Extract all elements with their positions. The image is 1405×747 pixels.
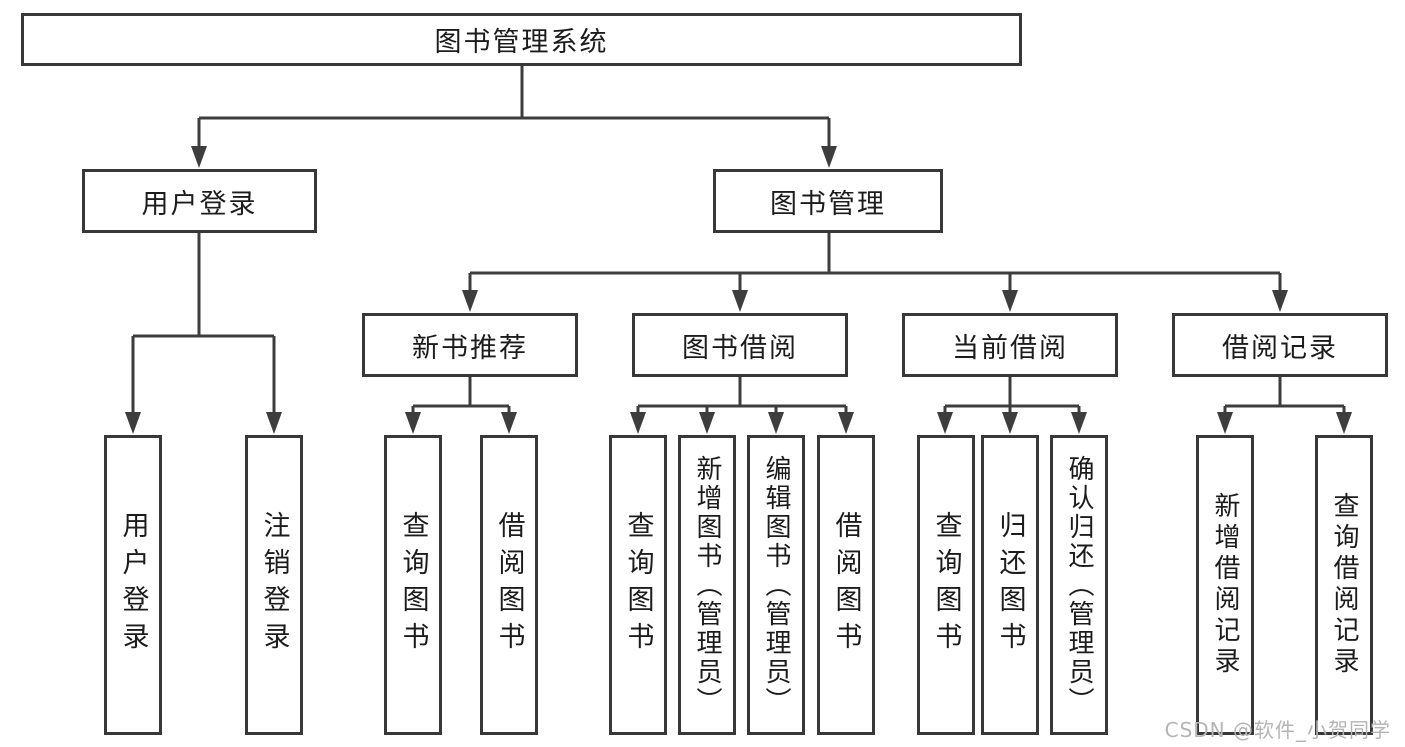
connector-currentborrow-to-leaves <box>943 377 1081 416</box>
leaf-return-books: 归还图书 <box>981 435 1039 735</box>
leaf-borrow-books-recommend: 借阅图书 <box>480 435 538 735</box>
leaf-logout: 注销登录 <box>245 435 303 735</box>
leaf-edit-books-admin: 编辑图书（管理员） <box>747 435 805 735</box>
leaf-query-books-borrow: 查询图书 <box>609 435 667 735</box>
connector-userlogin-to-leaves <box>131 233 276 416</box>
connector-root-to-level2 <box>197 66 831 150</box>
leaf-add-books-admin: 新增图书（管理员） <box>678 435 736 735</box>
connector-newbook-to-leaves <box>411 377 511 416</box>
node-book-borrow: 图书借阅 <box>632 313 848 377</box>
node-current-borrow: 当前借阅 <box>902 313 1118 377</box>
leaf-query-borrow-record: 查询借阅记录 <box>1315 435 1373 735</box>
connector-bookborrow-to-leaves <box>636 377 848 416</box>
node-book-management-module: 图书管理 <box>713 169 943 233</box>
node-new-book-recommend: 新书推荐 <box>362 313 578 377</box>
node-user-login-module: 用户登录 <box>82 169 317 233</box>
leaf-user-login: 用户登录 <box>104 435 162 735</box>
leaf-borrow-books: 借阅图书 <box>817 435 875 735</box>
node-root-system: 图书管理系统 <box>21 13 1022 66</box>
connector-borrowrecord-to-leaves <box>1223 377 1346 416</box>
leaf-query-books-recommend: 查询图书 <box>384 435 442 735</box>
leaf-add-borrow-record: 新增借阅记录 <box>1196 435 1254 735</box>
csdn-watermark: CSDN @软件_小贺同学 <box>1164 718 1391 742</box>
node-borrow-record: 借阅记录 <box>1172 313 1388 377</box>
connector-bookmgmt-to-level3 <box>468 233 1282 294</box>
leaf-confirm-return-admin: 确认归还（管理员） <box>1050 435 1108 735</box>
leaf-query-books-current: 查询图书 <box>917 435 975 735</box>
